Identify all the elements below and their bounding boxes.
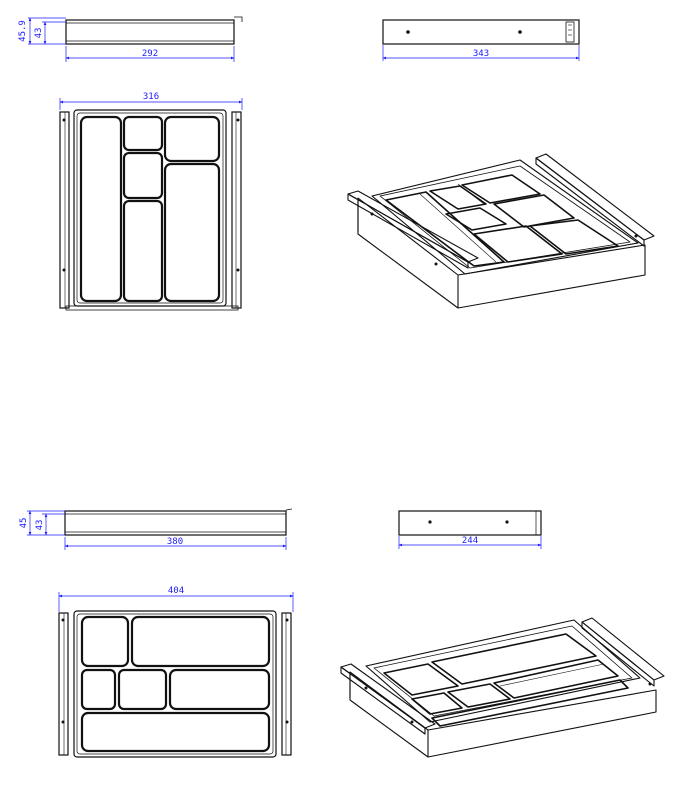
drawer1-height-outer-label: 45.9 [18,20,28,42]
drawer1-top-rail-holes [62,118,240,272]
drawer1-height-inner-label: 43 [34,28,44,39]
drawer1-front-hole-left [406,30,410,34]
drawer1-front-hole-right [518,30,522,34]
drawer1-front-dimensions [382,45,580,61]
drawer2-side-dimensions [27,510,287,550]
drawer2-front-hole-left [428,520,432,524]
drawer2-length-label: 380 [167,537,183,547]
drawer2-height-outer-label: 45 [19,518,29,529]
drawer1-isometric-holes [370,212,638,266]
drawer1-top-dimensions [59,98,243,110]
drawer2-isometric-view [340,617,665,758]
drawer1-top-view [59,109,242,311]
drawer2-front-view [398,510,542,536]
drawer1-front-view [382,19,580,45]
drawer2-top-rail-holes [61,618,289,724]
drawer2-front-width-label: 244 [462,536,478,546]
drawer1-side-dimensions [28,17,235,62]
drawer2-height-inner-label: 43 [35,520,45,531]
drawer1-front-width-label: 343 [473,49,489,59]
drawer2-side-view [64,508,293,536]
drawer1-top-width-label: 316 [143,92,159,102]
drawer2-front-dimensions [398,536,542,549]
drawer2-top-dimensions [58,592,294,612]
drawer1-isometric-view [347,153,655,309]
drawer2-top-width-label: 404 [168,586,184,596]
drawer2-isometric-holes [364,682,652,724]
drawer1-length-label: 292 [142,49,158,59]
drawer2-top-view [58,610,292,758]
drawer1-side-view [65,16,243,45]
drawer2-front-hole-right [505,520,509,524]
